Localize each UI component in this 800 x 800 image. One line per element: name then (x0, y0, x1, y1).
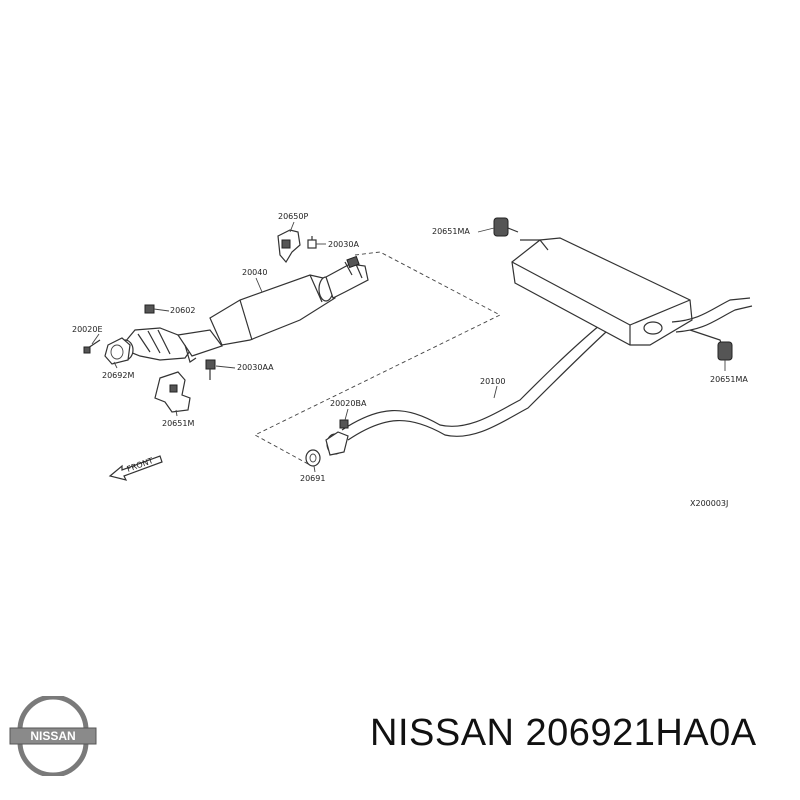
figure-code: X200003J (690, 499, 728, 508)
gasket-20691 (305, 449, 321, 467)
nut-20020BA (339, 419, 349, 429)
label-20651MA-right: 20651MA (710, 375, 748, 384)
rubber-mount-20651MA-right (717, 341, 733, 361)
hanger-20650P (277, 229, 301, 264)
bracket-20651M (154, 371, 191, 413)
label-20651M: 20651M (162, 419, 194, 428)
rubber-mount-20651MA-top (493, 217, 519, 237)
part-number-caption: NISSAN 206921HA0A (370, 712, 757, 754)
nissan-logo: NISSAN (9, 696, 97, 776)
front-label: FRONT (126, 456, 155, 474)
center-pipe-20100 (325, 317, 613, 456)
label-20020BA: 20020BA (330, 399, 367, 408)
rear-muffler (511, 237, 753, 347)
label-20651MA-top: 20651MA (432, 227, 470, 236)
front-pipe-assembly (116, 327, 223, 363)
front-arrow: FRONT (108, 455, 163, 481)
stud-20020E (83, 339, 101, 354)
label-20691: 20691 (300, 474, 325, 483)
label-20020E: 20020E (72, 325, 103, 334)
label-20100: 20100 (480, 377, 505, 386)
label-20030A: 20030A (328, 240, 359, 249)
label-20030AA: 20030AA (237, 363, 274, 372)
label-20602: 20602 (170, 306, 195, 315)
catalytic-converter (209, 255, 369, 346)
bolt-20030AA (205, 359, 216, 380)
svg-text:NISSAN: NISSAN (30, 729, 75, 743)
nut-20602 (144, 304, 155, 314)
label-20692M: 20692M (102, 371, 134, 380)
gasket-20692M (104, 337, 131, 365)
leader-lines (91, 221, 726, 473)
bolt-20030A (307, 236, 317, 249)
label-20040: 20040 (242, 268, 267, 277)
assembly-dashed-outline (254, 251, 501, 466)
label-20650P: 20650P (278, 212, 308, 221)
